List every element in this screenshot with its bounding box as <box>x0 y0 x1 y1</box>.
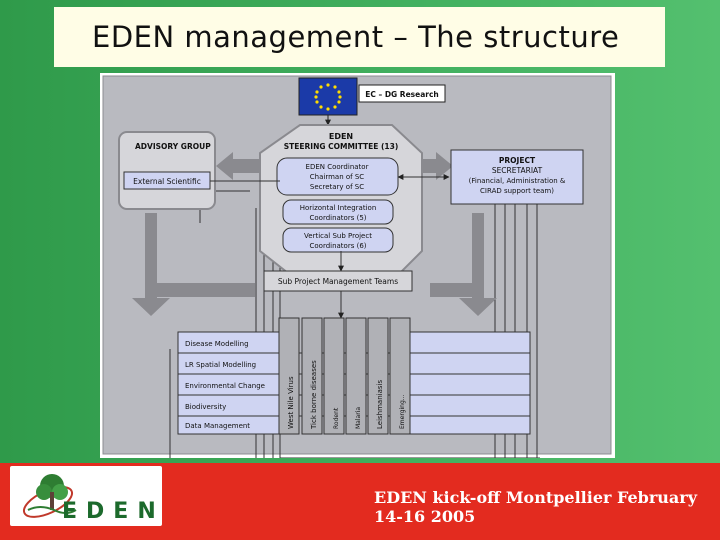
col-label-west-nile: West Nile Virus <box>287 376 295 429</box>
row-label-environmental: Environmental Change <box>185 382 265 390</box>
secretariat-line3: (Financial, Administration & <box>469 177 566 185</box>
row-label-data-management: Data Management <box>185 422 250 430</box>
coordinator-line1: EDEN Coordinator <box>306 163 369 171</box>
steering-line1: EDEN <box>329 132 353 141</box>
arrow-left-down <box>132 213 255 316</box>
advisory-item: External Scientific <box>133 177 201 186</box>
sub-project-teams-label: Sub Project Management Teams <box>278 277 398 286</box>
coordinator-line3: Secretary of SC <box>310 183 364 191</box>
tree-icon <box>22 474 77 518</box>
vertical-box <box>282 227 394 253</box>
ec-label: EC – DG Research <box>365 90 439 99</box>
steering-line2: STEERING COMMITTEE (13) <box>284 142 399 151</box>
eden-logo <box>10 466 162 526</box>
vertical-line2: Coordinators (6) <box>309 242 366 250</box>
col-label-rodent: Rodent <box>333 407 340 429</box>
arrow-right-down <box>430 213 497 316</box>
col-label-emerging: Emerging... <box>399 394 406 429</box>
slide-title: EDEN management – The structure <box>54 7 665 67</box>
horizontal-line2: Coordinators (5) <box>309 214 366 222</box>
secretariat-line2: SECRETARIAT <box>492 166 543 175</box>
advisory-group-box <box>118 131 216 210</box>
eu-stars <box>314 83 342 111</box>
vertical-line1: Vertical Sub Project <box>304 232 372 240</box>
horizontal-line1: Horizontal Integration <box>300 204 377 212</box>
row-label-lr-spatial: LR Spatial Modelling <box>185 361 256 369</box>
col-label-malaria: Malaria <box>355 407 362 429</box>
sub-project-teams-box <box>263 270 413 292</box>
row-label-disease-modelling: Disease Modelling <box>185 340 249 348</box>
columns-group: West Nile Virus Tick borne diseases Rode… <box>278 317 411 435</box>
footer-caption: EDEN kick-off Montpellier February 14-16… <box>374 488 698 526</box>
advisory-title: ADVISORY GROUP <box>135 142 211 151</box>
rows-group: Disease Modelling LR Spatial Modelling E… <box>177 331 531 435</box>
col-label-leishmaniasis: Leishmaniasis <box>376 380 384 429</box>
coordinator-line2: Chairman of SC <box>310 173 364 181</box>
project-secretariat-box <box>450 149 584 205</box>
horizontal-box <box>282 199 394 225</box>
secretariat-line4: CIRAD support team) <box>480 187 554 195</box>
structure-diagram: EC – DG Research EDEN STEERING COMMITTEE… <box>100 73 615 458</box>
row-label-biodiversity: Biodiversity <box>185 403 226 411</box>
ec-block: EC – DG Research <box>298 77 446 126</box>
arrow-to-secretariat <box>422 152 453 180</box>
col-label-tick-borne: Tick borne diseases <box>310 360 318 430</box>
secretariat-line1: PROJECT <box>499 156 536 165</box>
logo-wordmark: EDEN <box>62 499 165 524</box>
